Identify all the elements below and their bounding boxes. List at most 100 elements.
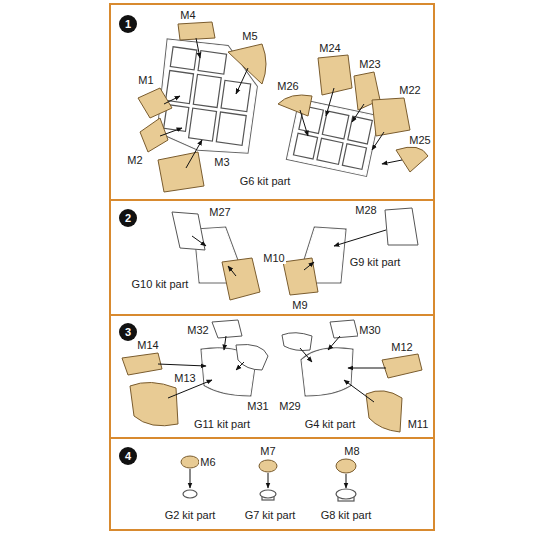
leader-arrow xyxy=(300,88,402,164)
mask-number: M22 xyxy=(398,84,421,97)
leader-arrow xyxy=(348,368,386,369)
mask-number: M5 xyxy=(241,30,258,43)
mask-number: M27 xyxy=(208,206,231,219)
leader-arrow xyxy=(192,236,206,246)
panel-frame xyxy=(110,314,434,316)
part-name: G2 kit part xyxy=(164,509,217,522)
mask xyxy=(330,320,358,338)
mask-number: M23 xyxy=(358,58,381,71)
mask xyxy=(122,353,162,375)
panel-frame xyxy=(110,199,434,201)
step-number: 3 xyxy=(119,323,137,341)
mask xyxy=(138,22,266,192)
mask xyxy=(158,152,204,192)
leader-arrow xyxy=(268,473,269,488)
leader-arrow xyxy=(344,380,374,402)
mask xyxy=(181,456,356,473)
mask-number: M1 xyxy=(137,74,154,87)
mask-number: M13 xyxy=(173,372,196,385)
canopy-frame xyxy=(193,74,221,107)
leader-arrow xyxy=(158,364,206,366)
part-name: G6 kit part xyxy=(239,175,292,188)
mask xyxy=(382,354,422,378)
mask xyxy=(172,208,418,300)
mask xyxy=(318,55,352,95)
lamp-part xyxy=(336,489,356,499)
step-number-text: 3 xyxy=(125,327,131,338)
leader-arrow xyxy=(160,38,248,168)
window-frame xyxy=(195,228,345,282)
leader-arrow xyxy=(304,262,314,270)
mask-number: M31 xyxy=(246,400,269,413)
leader-arrow xyxy=(186,140,202,168)
mask xyxy=(336,459,356,473)
mask-number: M14 xyxy=(136,339,159,352)
mask xyxy=(282,333,312,351)
mask-number: M2 xyxy=(126,154,143,167)
leader-arrow xyxy=(158,336,386,402)
mask-number: M26 xyxy=(276,80,299,93)
mask-number: M9 xyxy=(291,299,308,312)
part-name: G8 kit part xyxy=(320,509,373,522)
part-name: G10 kit part xyxy=(131,278,190,291)
leader-arrow xyxy=(300,110,308,136)
canopy-frame xyxy=(342,144,366,170)
step-number-text: 2 xyxy=(125,213,131,224)
mask xyxy=(181,456,199,468)
leader-arrow xyxy=(190,469,191,488)
leader-arrow xyxy=(346,474,347,488)
mask-number: M6 xyxy=(199,456,216,469)
mask-number: M24 xyxy=(318,42,341,55)
canopy-frame xyxy=(348,116,373,144)
window-part xyxy=(202,349,352,395)
canopy-frame xyxy=(170,47,197,70)
panel-frame xyxy=(110,4,434,530)
leader-arrow xyxy=(192,230,386,276)
mask xyxy=(130,382,178,425)
part-name: G7 kit part xyxy=(244,509,297,522)
canopy-frame xyxy=(216,112,246,145)
leader-arrow xyxy=(160,128,182,136)
canopy-frame xyxy=(198,51,227,74)
canopy-frame xyxy=(189,108,217,141)
part-name: G9 kit part xyxy=(349,256,402,269)
lamp-part xyxy=(260,490,276,498)
mask-number: M7 xyxy=(259,445,276,458)
leader-arrow xyxy=(236,362,244,370)
mask xyxy=(283,258,318,295)
leader-arrow xyxy=(334,230,386,246)
leader-arrow xyxy=(190,469,346,488)
panel-frame xyxy=(110,4,434,530)
panel-frame xyxy=(110,437,434,439)
step-number: 4 xyxy=(119,447,137,465)
leader-arrow xyxy=(326,88,334,116)
step-number: 1 xyxy=(119,15,137,33)
mask xyxy=(259,460,277,472)
leader-arrow xyxy=(164,96,180,104)
step-number-text: 1 xyxy=(125,19,131,30)
leader-arrow xyxy=(372,132,384,150)
mask xyxy=(366,391,402,432)
window-part xyxy=(302,349,352,395)
mask xyxy=(122,320,422,432)
leader-arrow xyxy=(196,38,200,58)
mask-number: M28 xyxy=(354,204,377,217)
lamp-part xyxy=(183,489,356,501)
mask-number: M11 xyxy=(407,418,430,431)
mask xyxy=(385,208,418,245)
part-name: G4 kit part xyxy=(304,418,357,431)
mask-number: M32 xyxy=(186,324,209,337)
mask xyxy=(372,98,410,136)
mask xyxy=(178,22,215,40)
mask-number: M12 xyxy=(390,341,413,354)
canopy-frame xyxy=(293,133,317,159)
part-name: G11 kit part xyxy=(193,418,251,431)
mask xyxy=(212,320,242,338)
step-number: 2 xyxy=(119,209,137,227)
leader-arrow xyxy=(352,104,364,122)
step-number-text: 4 xyxy=(125,451,131,462)
mask-number: M3 xyxy=(213,156,230,169)
mask xyxy=(278,55,428,172)
mask-number: M29 xyxy=(278,400,301,413)
